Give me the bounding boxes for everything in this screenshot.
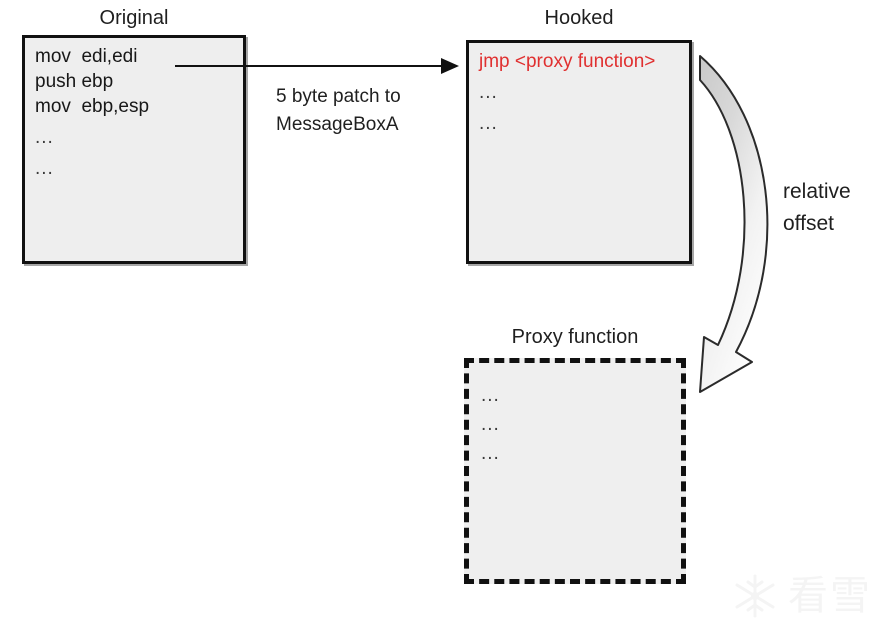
proxy-ellipsis-2: ... <box>481 414 500 435</box>
proxy-function-box: ... ... ... <box>464 358 686 584</box>
code-line-ellipsis-1: ... <box>35 127 54 148</box>
watermark: 看雪 <box>730 571 872 621</box>
hooked-code-box: jmp <proxy function> ... ... <box>466 40 692 264</box>
code-line-push-ebp: push ebp <box>35 71 114 92</box>
original-code-lines: mov edi,edi push ebp mov ebp,esp ... ... <box>35 44 239 181</box>
hooked-ellipsis-2: ... <box>479 113 498 134</box>
snowflake-icon <box>735 574 775 618</box>
offset-label-line1: relative <box>783 180 851 203</box>
patch-arrow-label-line1: 5 byte patch to <box>276 86 401 107</box>
proxy-box-title: Proxy function <box>511 326 639 348</box>
hooked-box-title: Hooked <box>544 7 614 29</box>
proxy-ellipsis-1: ... <box>481 385 500 406</box>
code-line-ellipsis-2: ... <box>35 158 54 179</box>
hooked-ellipsis-1: ... <box>479 82 498 103</box>
original-box-title: Original <box>99 7 169 29</box>
proxy-code-lines: ... ... ... <box>481 381 500 468</box>
watermark-text: 看雪 <box>788 573 872 619</box>
original-code-box: mov edi,edi push ebp mov ebp,esp ... ... <box>22 35 246 264</box>
code-line-jmp-proxy: jmp <proxy function> <box>479 51 656 72</box>
offset-label-line2: offset <box>783 212 834 235</box>
relative-offset-curved-arrow <box>699 55 769 393</box>
hooked-code-lines: jmp <proxy function> ... ... <box>479 49 685 136</box>
code-line-mov-ebp: mov ebp,esp <box>35 96 150 117</box>
code-line-mov-edi: mov edi,edi <box>35 46 138 67</box>
patch-arrow-label-line2: MessageBoxA <box>276 114 399 135</box>
proxy-ellipsis-3: ... <box>481 443 500 464</box>
